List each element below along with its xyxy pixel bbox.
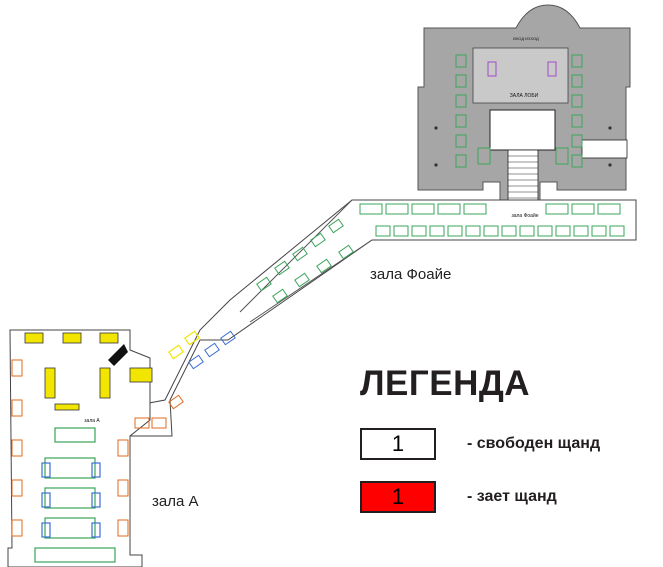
legend-free-swatch: 1 [360,428,436,460]
lobby-purple-booths [487,61,557,77]
hall-a-floor [7,329,151,567]
hall-a-side-booths [11,359,129,537]
legend-taken-number: 1 [391,484,405,509]
diagonal-yellow-booths [167,330,201,360]
foyer-booths-top-row [359,203,621,215]
stairs-steps [508,155,538,199]
diagonal-booths [256,218,354,304]
lobby-columns [434,126,612,167]
lobby-info-desk [581,139,628,159]
lobby-entrance-label: ВХОД ИЗХОД [513,36,539,41]
legend-taken-label: - зает щанд [467,488,557,505]
legend-title: ЛЕГЕНДА [360,364,531,403]
lobby-stage [489,109,556,151]
legend-taken-swatch: 1 [360,481,436,513]
hall-a-small-label: зала А [84,418,100,424]
hall-a-blue-booths [41,462,101,538]
lobby-stairs [507,149,539,206]
entrance-arrow-icon [108,344,128,366]
diagonal-orange-booths [134,394,184,429]
legend-free-label: - свободен щанд [467,435,601,452]
foyer-hall-label: зала Фоайе [370,266,452,283]
foyer-small-label: зала Фоайе [511,212,538,219]
lobby-hall-small-label: ЗАЛА ЛОБИ [510,93,539,99]
hall-a-yellow-booths [44,367,153,411]
hall-a-top-rooms [24,332,119,344]
lobby-booths [455,54,583,168]
hall-a-label: зала А [152,493,199,510]
legend-free-number: 1 [391,431,405,456]
foyer-booths-bottom-row [375,225,625,237]
diagonal-blue-booths [188,330,236,370]
hall-a-island-booths [34,427,116,563]
foyer-diagonal-wall [239,199,373,323]
